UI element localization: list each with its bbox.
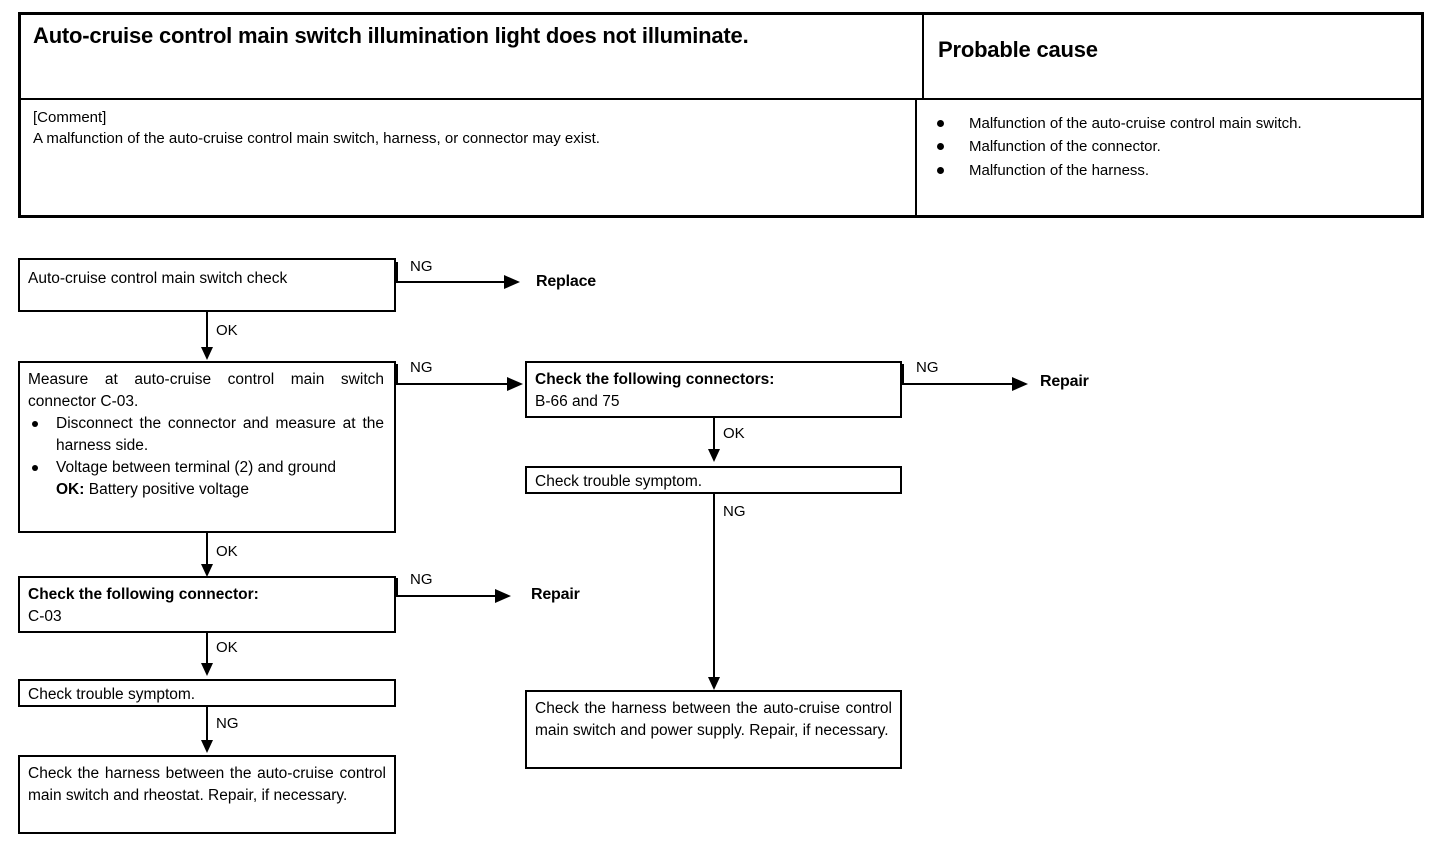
cause-text: Malfunction of the connector. <box>969 138 1161 156</box>
edge-box3-ng-line <box>396 595 497 597</box>
edge-label-ng-2: NG <box>410 359 433 376</box>
flow-box-heading: Check the following connector: <box>28 586 259 603</box>
edge-box1-ng-stub <box>396 262 398 282</box>
edge-box2-ng-stub <box>396 364 398 384</box>
list-item: Malfunction of the harness. <box>931 159 1409 182</box>
comment-label: [Comment] <box>33 109 107 126</box>
flow-box-text: Check trouble symptom. <box>28 686 196 703</box>
edge-label-ng-3: NG <box>410 571 433 588</box>
edge-label-ok-2: OK <box>216 543 238 560</box>
edge-label-ng-6: NG <box>723 503 746 520</box>
bullet-icon <box>32 421 38 427</box>
edge-box1-ng-line <box>396 281 506 283</box>
instruction-text: Disconnect the connector and measure at … <box>56 415 384 454</box>
symptom-title-cell: Auto-cruise control main switch illumina… <box>21 15 924 98</box>
edge-label-ok-3: OK <box>216 639 238 656</box>
bullet-icon <box>937 120 944 127</box>
bullet-icon <box>937 166 944 174</box>
flow-box-measure-connector: Measure at auto-cruise control main swit… <box>18 361 396 533</box>
arrowhead-icon <box>708 449 720 462</box>
list-item: Malfunction of the auto-cruise control m… <box>931 112 1409 135</box>
table-body-row: [Comment] A malfunction of the auto-crui… <box>21 100 1421 215</box>
cause-list-cell: Malfunction of the auto-cruise control m… <box>917 100 1421 215</box>
flow-box-text: Auto-cruise control main switch check <box>28 270 288 287</box>
flow-box-trouble-symptom-right: Check trouble symptom. <box>525 466 902 494</box>
flow-box-text: Measure at auto-cruise control main swit… <box>28 371 384 410</box>
edge-label-ok-1: OK <box>216 322 238 339</box>
arrowhead-icon <box>201 347 213 360</box>
flow-box-harness-rheostat: Check the harness between the auto-cruis… <box>18 755 396 834</box>
flow-box-heading: Check the following connectors: <box>535 371 775 388</box>
table-header-row: Auto-cruise control main switch illumina… <box>21 15 1421 100</box>
flow-box-subtext: B-66 and 75 <box>535 393 620 410</box>
flow-box-check-connector-c03: Check the following connector: C-03 <box>18 576 396 633</box>
terminal-repair-right: Repair <box>1040 373 1089 390</box>
terminal-replace: Replace <box>536 273 596 290</box>
measure-instruction-list: Disconnect the connector and measure at … <box>28 413 384 501</box>
edge-box4-ng-line <box>206 707 208 742</box>
flow-box-harness-power-supply: Check the harness between the auto-cruis… <box>525 690 902 769</box>
edge-box7-ng-line <box>713 494 715 679</box>
flow-box-trouble-symptom-left: Check trouble symptom. <box>18 679 396 707</box>
edge-box2-ok-line <box>206 533 208 566</box>
flow-box-check-connectors-b66: Check the following connectors: B-66 and… <box>525 361 902 418</box>
arrowhead-icon <box>201 564 213 577</box>
edge-label-ng-4: NG <box>216 715 239 732</box>
arrowhead-icon <box>507 377 523 391</box>
flow-box-text: Check trouble symptom. <box>535 473 703 490</box>
instruction-ok-line: OK: Battery positive voltage <box>56 479 384 501</box>
probable-cause-list: Malfunction of the auto-cruise control m… <box>931 112 1409 182</box>
list-item: Voltage between terminal (2) and ground … <box>28 457 384 501</box>
ok-label: OK: <box>56 481 85 498</box>
comment-cell: [Comment] A malfunction of the auto-crui… <box>21 100 917 215</box>
arrowhead-icon <box>708 677 720 690</box>
arrowhead-icon <box>1012 377 1028 391</box>
symptom-cause-table: Auto-cruise control main switch illumina… <box>18 12 1424 218</box>
list-item: Malfunction of the connector. <box>931 135 1409 158</box>
edge-box3-ng-stub <box>396 578 398 596</box>
bullet-icon <box>32 465 38 471</box>
edge-box2-ng-line <box>396 383 509 385</box>
cause-text: Malfunction of the harness. <box>969 161 1150 179</box>
probable-cause-header-cell: Probable cause <box>924 15 1421 98</box>
bullet-icon <box>937 143 944 151</box>
arrowhead-icon <box>495 589 511 603</box>
cause-text: Malfunction of the auto-cruise control m… <box>969 115 1302 132</box>
probable-cause-header: Probable cause <box>938 37 1098 62</box>
flow-box-subtext: C-03 <box>28 608 62 625</box>
instruction-text: Voltage between terminal (2) and ground <box>56 459 337 476</box>
arrowhead-icon <box>201 663 213 676</box>
flow-box-text: Check the harness between the auto-cruis… <box>28 765 386 804</box>
edge-box1-ok-line <box>206 312 208 348</box>
edge-box3-ok-line <box>206 633 208 665</box>
ok-value: Battery positive voltage <box>88 481 249 498</box>
edge-label-ng-1: NG <box>410 258 433 275</box>
comment-text: A malfunction of the auto-cruise control… <box>33 129 600 147</box>
page-title: Auto-cruise control main switch illumina… <box>33 23 749 48</box>
arrowhead-icon <box>504 275 520 289</box>
terminal-repair-left: Repair <box>531 586 580 603</box>
list-item: Disconnect the connector and measure at … <box>28 413 384 457</box>
arrowhead-icon <box>201 740 213 753</box>
flow-box-text: Check the harness between the auto-cruis… <box>535 700 892 739</box>
edge-label-ok-5: OK <box>723 425 745 442</box>
flow-box-main-switch-check: Auto-cruise control main switch check <box>18 258 396 312</box>
edge-box6-ok-line <box>713 418 715 451</box>
edge-label-ng-5: NG <box>916 359 939 376</box>
edge-box6-ng-line <box>902 383 1014 385</box>
edge-box6-ng-stub <box>902 364 904 384</box>
